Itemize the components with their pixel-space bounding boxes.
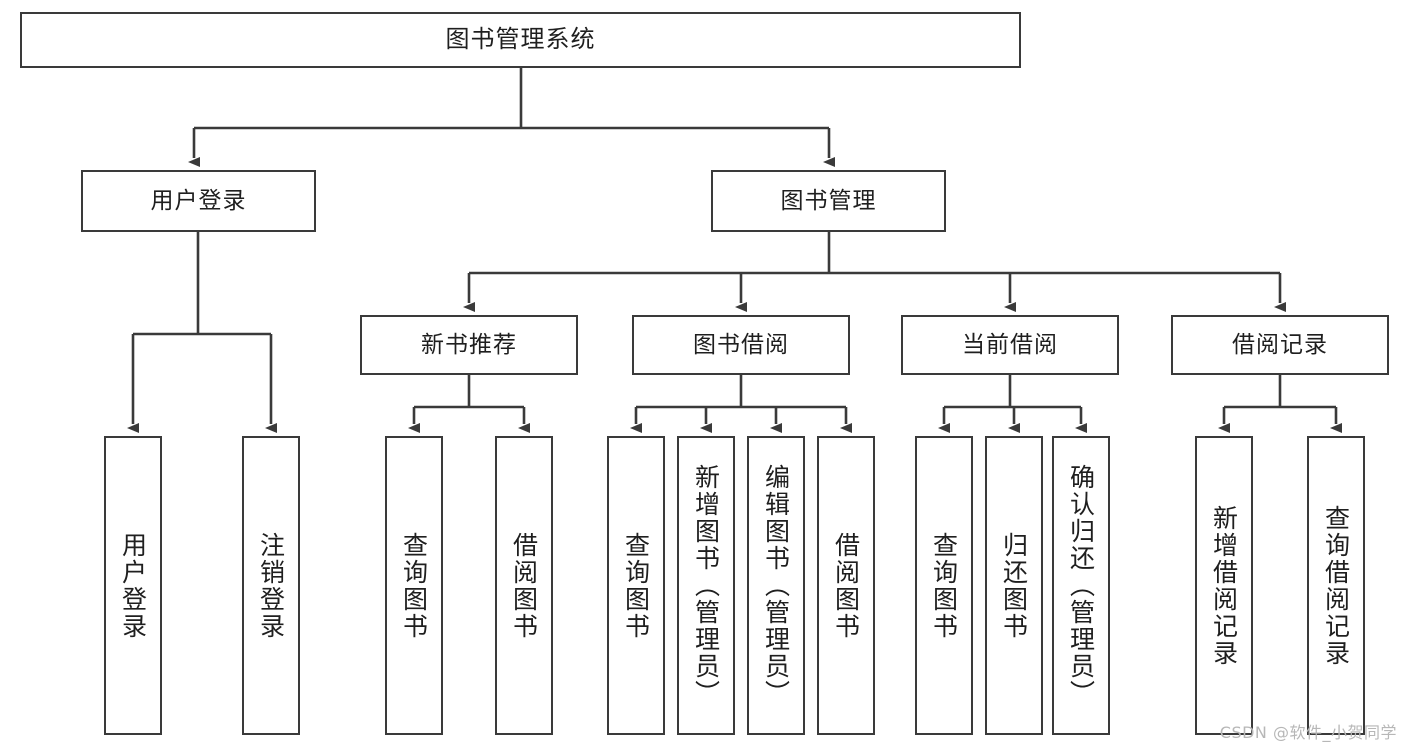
node-borrow-record[interactable]: 借阅记录 [1171,315,1389,375]
leaf-new-book-borrow[interactable]: 借阅图书 [495,436,553,735]
node-root[interactable]: 图书管理系统 [20,12,1021,68]
leaf-current-borrow-query-label: 查询图书 [929,531,959,640]
leaf-book-borrow-edit-label: 编辑图书（管理员） [761,464,791,707]
node-current-borrow-label: 当前借阅 [962,331,1058,358]
leaf-user-login-signin[interactable]: 用户登录 [104,436,162,735]
node-root-label: 图书管理系统 [445,25,596,54]
leaf-borrow-record-add-label: 新增借阅记录 [1209,504,1239,667]
node-user-login-label: 用户登录 [150,187,247,214]
leaf-new-book-query[interactable]: 查询图书 [385,436,443,735]
leaf-current-borrow-return[interactable]: 归还图书 [985,436,1043,735]
leaf-book-borrow-add-label: 新增图书（管理员） [691,464,721,707]
node-user-login[interactable]: 用户登录 [81,170,316,232]
watermark: CSDN @软件_小贺同学 [1219,723,1397,742]
leaf-borrow-record-query-label: 查询借阅记录 [1321,504,1351,667]
leaf-current-borrow-query[interactable]: 查询图书 [915,436,973,735]
leaf-book-borrow-edit[interactable]: 编辑图书（管理员） [747,436,805,735]
leaf-book-borrow-borrow[interactable]: 借阅图书 [817,436,875,735]
leaf-book-borrow-query-label: 查询图书 [621,531,651,640]
leaf-current-borrow-return-label: 归还图书 [999,531,1029,640]
leaf-book-borrow-add[interactable]: 新增图书（管理员） [677,436,735,735]
leaf-book-borrow-query[interactable]: 查询图书 [607,436,665,735]
leaf-user-login-signin-label: 用户登录 [118,531,148,640]
leaf-user-login-signout[interactable]: 注销登录 [242,436,300,735]
node-book-management-label: 图书管理 [780,187,877,214]
node-new-book-recommend[interactable]: 新书推荐 [360,315,578,375]
leaf-current-borrow-confirm-return-label: 确认归还（管理员） [1066,464,1096,707]
node-new-book-recommend-label: 新书推荐 [421,331,517,358]
node-current-borrow[interactable]: 当前借阅 [901,315,1119,375]
leaf-new-book-borrow-label: 借阅图书 [509,531,539,640]
leaf-borrow-record-query[interactable]: 查询借阅记录 [1307,436,1365,735]
leaf-current-borrow-confirm-return[interactable]: 确认归还（管理员） [1052,436,1110,735]
leaf-user-login-signout-label: 注销登录 [256,531,286,640]
leaf-book-borrow-borrow-label: 借阅图书 [831,531,861,640]
leaf-new-book-query-label: 查询图书 [399,531,429,640]
leaf-borrow-record-add[interactable]: 新增借阅记录 [1195,436,1253,735]
node-book-borrow-label: 图书借阅 [693,331,789,358]
node-book-borrow[interactable]: 图书借阅 [632,315,850,375]
node-borrow-record-label: 借阅记录 [1232,331,1328,358]
node-book-management[interactable]: 图书管理 [711,170,946,232]
